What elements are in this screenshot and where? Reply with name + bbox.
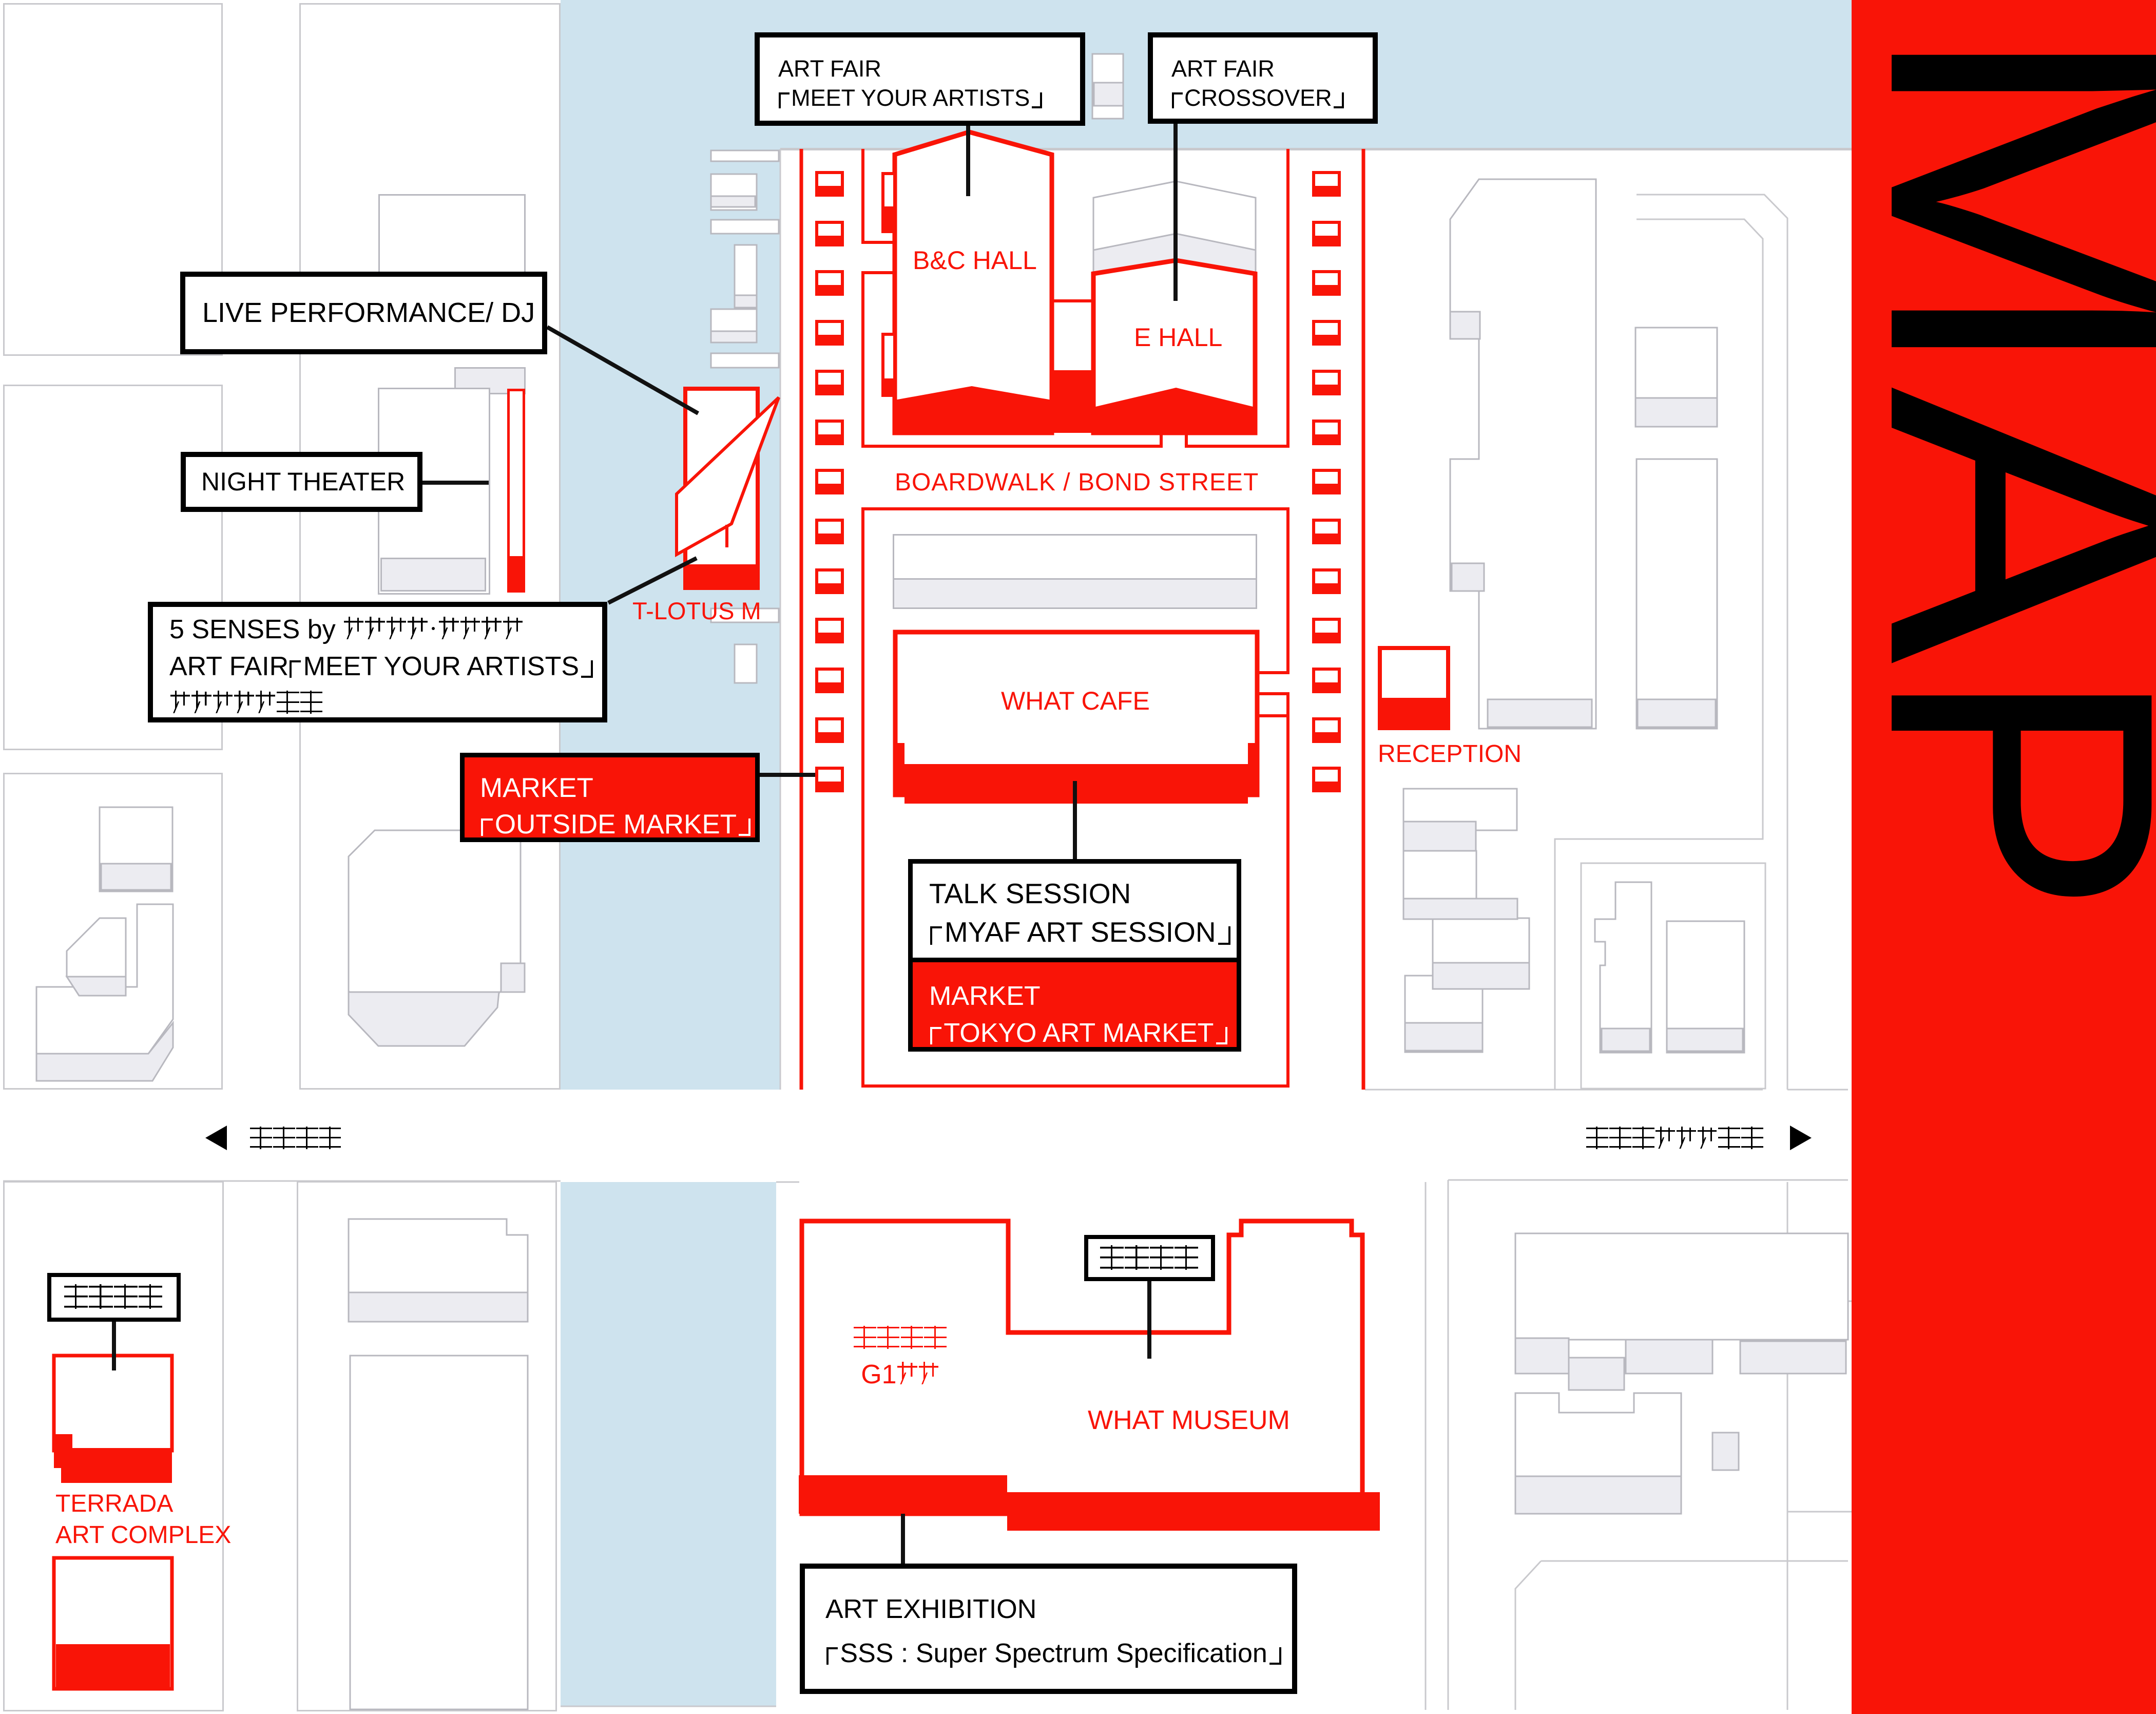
svg-text:M: M [1799,19,2156,383]
svg-text:P: P [1812,664,2156,917]
svg-text:A: A [1803,387,2156,666]
